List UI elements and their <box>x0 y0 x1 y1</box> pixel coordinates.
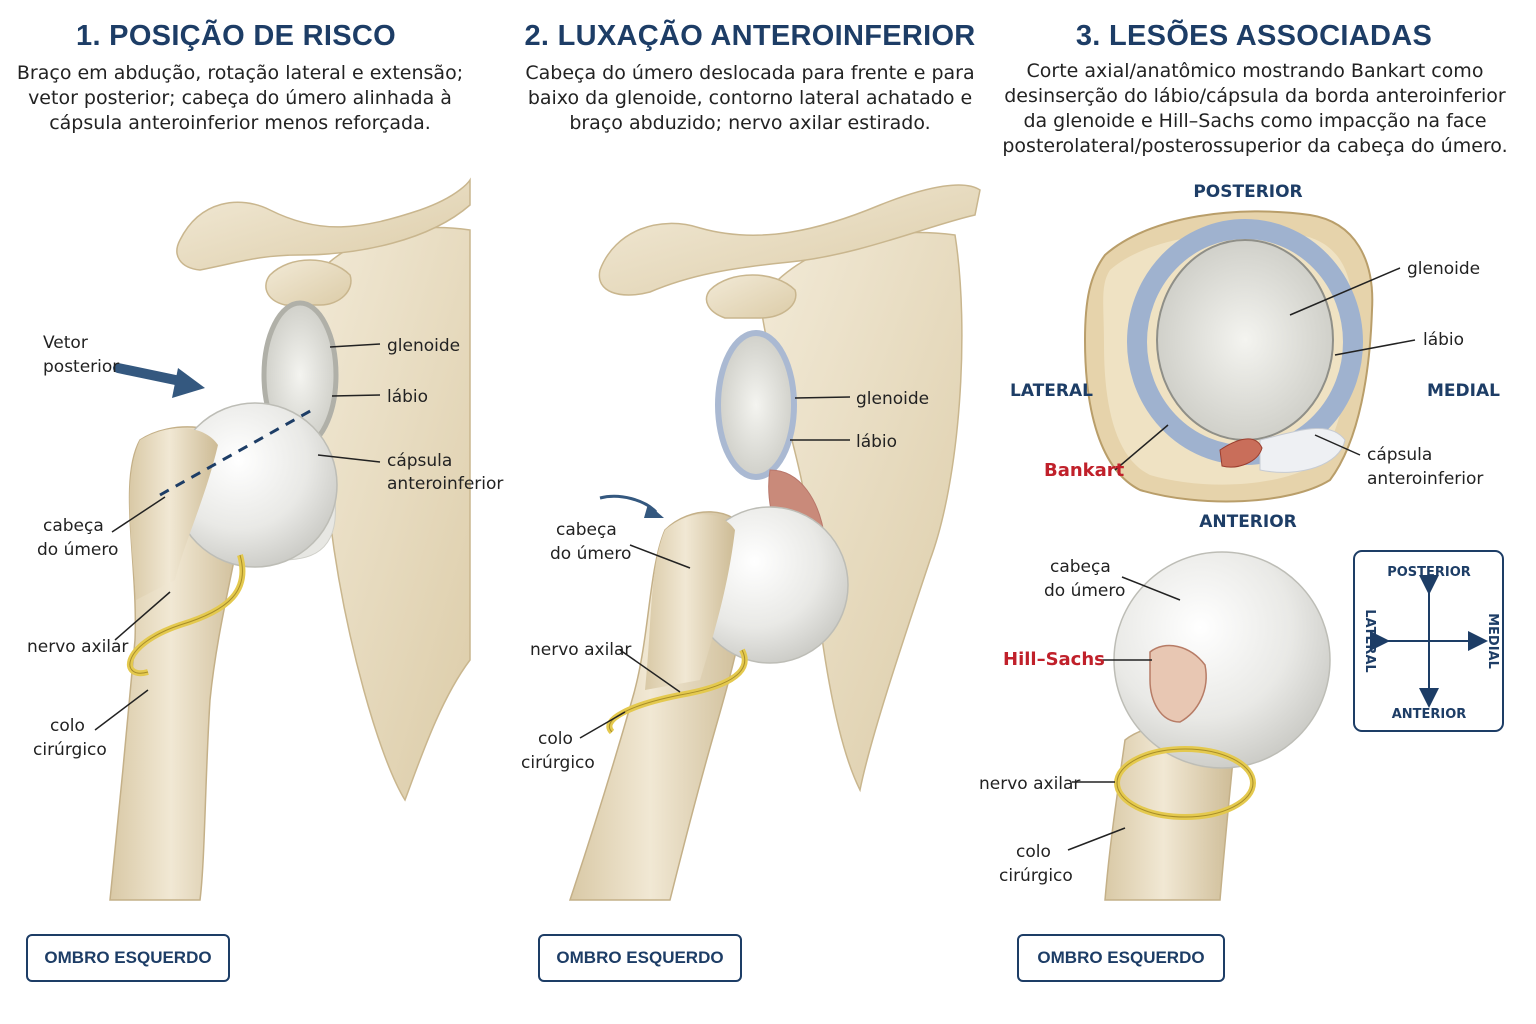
leader-line <box>579 711 626 739</box>
label-head-2-line1: cabeça <box>556 520 617 540</box>
label-capsule-3-line2: anteroinferior <box>1367 469 1483 489</box>
leader-line <box>619 649 681 693</box>
bankart-lesion <box>1219 438 1263 468</box>
axial-medial-label: MEDIAL <box>1427 381 1500 401</box>
label-glenoid-3: glenoide <box>1407 259 1480 279</box>
leader-line <box>1314 434 1361 456</box>
panel-3-title: 3. LESÕES ASSOCIADAS <box>1075 20 1433 52</box>
panel-3-description: Corte axial/anatômico mostrando Bankart … <box>1000 59 1510 159</box>
label-neck-2-line1: colo <box>538 729 573 749</box>
label-glenoid-2: glenoide <box>856 389 929 409</box>
vector-posterior-arrow-icon <box>113 363 190 387</box>
label-head-1-line1: cabeça <box>43 516 104 536</box>
leader-line <box>1289 267 1401 316</box>
label-labrum-1: lábio <box>387 387 428 407</box>
panel-2-footer-button[interactable]: OMBRO ESQUERDO <box>538 934 742 982</box>
panel-2-desc-line: braço abduzido; nervo axilar estirado. <box>569 112 931 134</box>
label-neck-3-line2: cirúrgico <box>999 866 1073 886</box>
acromion-1 <box>265 259 352 306</box>
label-labrum-3: lábio <box>1423 330 1464 350</box>
label-head-3-line1: cabeça <box>1050 557 1111 577</box>
leader-line <box>94 689 149 731</box>
label-glenoid-1: glenoide <box>387 336 460 356</box>
compass-anterior-label: ANTERIOR <box>1392 707 1467 722</box>
label-bankart: Bankart <box>1044 460 1125 481</box>
label-capsule-3-line1: cápsula <box>1367 445 1432 465</box>
label-capsule-1-line2: anteroinferior <box>387 474 503 494</box>
orientation-compass: POSTERIOR ANTERIOR LATERAL MEDIAL <box>1353 550 1504 732</box>
panel-1-title: 1. POSIÇÃO DE RISCO <box>76 20 396 52</box>
panel-1-illustration: Vetor posterior glenoide lábio cápsula a… <box>27 177 503 901</box>
label-head-1-line2: do úmero <box>37 540 118 560</box>
panel-2-desc-line: baixo da glenoide, contorno lateral acha… <box>527 87 973 109</box>
axial-posterior-label: POSTERIOR <box>1193 182 1302 202</box>
label-vector-line2: posterior <box>43 357 119 377</box>
leader-line <box>794 396 851 399</box>
leader-line <box>331 394 381 397</box>
axillary-nerve-1-outline <box>129 554 243 674</box>
clavicle-2 <box>598 184 981 296</box>
acromion-2 <box>705 274 797 319</box>
panel-1-desc-line: cápsula anteroinferior menos reforçada. <box>49 112 431 134</box>
glenoid-2 <box>715 330 797 480</box>
axial-lateral-label: LATERAL <box>1010 381 1093 401</box>
label-nerve-1: nervo axilar <box>27 637 128 657</box>
label-neck-1-line1: colo <box>50 716 85 736</box>
panel-2-title: 2. LUXAÇÃO ANTEROINFERIOR <box>524 20 976 52</box>
label-neck-2-line2: cirúrgico <box>521 753 595 773</box>
label-neck-1-line2: cirúrgico <box>33 740 107 760</box>
label-capsule-1-line1: cápsula <box>387 451 452 471</box>
compass-right-label: MEDIAL <box>1485 613 1500 669</box>
panel-1-footer-button[interactable]: OMBRO ESQUERDO <box>26 934 230 982</box>
humeral-head-1-cover <box>129 428 218 600</box>
dislocation-arrowhead-icon <box>644 504 664 518</box>
leader-line <box>1334 339 1416 356</box>
panel-2-desc-line: Cabeça do úmero deslocada para frente e … <box>525 62 975 84</box>
panel-1-description: Braço em abdução, rotação lateral e exte… <box>10 61 470 136</box>
leader-line <box>111 496 166 533</box>
label-labrum-2: lábio <box>856 432 897 452</box>
panel-3-desc-line: desinserção do lábio/cápsula da borda an… <box>1004 85 1506 107</box>
leader-line <box>114 591 171 641</box>
label-head-2-line2: do úmero <box>550 544 631 564</box>
label-nerve-3: nervo axilar <box>979 774 1080 794</box>
leader-line <box>1114 424 1169 471</box>
leader-line <box>1121 576 1181 601</box>
leader-line <box>629 544 691 569</box>
label-vector-line1: Vetor <box>43 333 88 353</box>
compass-posterior-label: POSTERIOR <box>1387 565 1471 580</box>
panel-2-description: Cabeça do úmero deslocada para frente e … <box>510 61 990 136</box>
label-hill-sachs: Hill–Sachs <box>1003 649 1105 670</box>
clavicle-1 <box>176 177 471 271</box>
panel-3-desc-line: da glenoide e Hill–Sachs como impacção n… <box>1023 110 1487 132</box>
label-head-3-line2: do úmero <box>1044 581 1125 601</box>
label-nerve-2: nervo axilar <box>530 640 631 660</box>
leader-line <box>317 454 381 463</box>
panel-3-desc-line: posterolateral/posterossuperior da cabeç… <box>1002 135 1508 157</box>
compass-left-label: LATERAL <box>1362 609 1377 672</box>
axial-glenoid-surface <box>1156 239 1334 441</box>
panel-2-illustration: glenoide lábio cabeça do úmero nervo axi… <box>521 184 981 901</box>
humeral-head-2-cover <box>645 514 735 690</box>
leader-line <box>329 343 381 348</box>
hill-sachs-lesion <box>1149 644 1207 723</box>
axillary-nerve-3-outline <box>1116 748 1254 818</box>
panel-3-axial-section: POSTERIOR ANTERIOR LATERAL MEDIAL glenoi… <box>1010 182 1500 532</box>
panel-3-humerus: cabeça do úmero Hill–Sachs nervo axilar … <box>979 551 1331 901</box>
panel-3-desc-line: Corte axial/anatômico mostrando Bankart … <box>1026 60 1484 82</box>
panel-1-desc-line: Braço em abdução, rotação lateral e exte… <box>16 62 464 84</box>
vector-alignment-line <box>159 408 313 497</box>
axillary-nerve-2-outline <box>608 649 746 733</box>
panel-1-desc-line: vetor posterior; cabeça do úmero alinhad… <box>28 87 452 109</box>
vector-posterior-arrowhead-icon <box>172 368 205 398</box>
leader-line <box>1067 827 1126 851</box>
label-neck-3-line1: colo <box>1016 842 1051 862</box>
panel-3-footer-button[interactable]: OMBRO ESQUERDO <box>1017 934 1225 982</box>
axial-anterior-label: ANTERIOR <box>1199 512 1297 532</box>
